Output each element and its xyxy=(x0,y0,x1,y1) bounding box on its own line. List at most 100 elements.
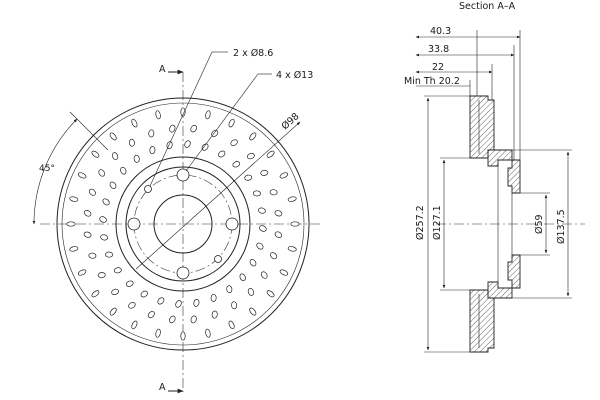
center-bore-dim: Ø59 xyxy=(534,214,545,234)
drilled-hole xyxy=(226,285,233,294)
large-hole-leader xyxy=(185,73,259,172)
drilled-hole xyxy=(166,141,173,149)
drilled-hole xyxy=(91,150,100,158)
drilled-hole xyxy=(77,172,87,179)
drilled-hole xyxy=(128,302,136,309)
drilled-hole xyxy=(193,299,200,307)
drilled-hole xyxy=(190,315,197,324)
drilled-hole xyxy=(147,311,155,319)
rotor-section-top xyxy=(469,95,495,159)
width-dimensions: 40.3 33.8 22 Min Th 20.2 xyxy=(404,26,521,160)
locating-hole-1 xyxy=(144,185,152,193)
hat-outer-circle xyxy=(115,156,251,292)
drilled-hole xyxy=(98,169,105,177)
drilled-hole xyxy=(228,118,235,128)
drilled-hole xyxy=(157,297,165,305)
drilled-hole xyxy=(190,124,197,133)
drilled-hole xyxy=(269,189,278,196)
bolt-circle-leader xyxy=(135,121,301,270)
drilled-hole xyxy=(247,288,254,296)
rotor-width-dim: 22 xyxy=(432,62,444,73)
drilled-hole xyxy=(91,290,100,298)
drilled-hole xyxy=(77,269,87,276)
drilled-hole xyxy=(249,307,257,316)
svg-text:A: A xyxy=(159,64,166,75)
drilled-hole xyxy=(252,190,261,197)
hat-wall-bottom xyxy=(487,281,513,299)
locating-hole-2 xyxy=(214,255,222,263)
drilled-hole xyxy=(180,331,186,341)
svg-text:A: A xyxy=(159,382,166,393)
front-view: Ø98 2 x Ø8.6 4 x Ø13 45° A A xyxy=(32,48,320,394)
drilled-hole xyxy=(270,252,278,260)
wheel-hole-top xyxy=(176,168,190,182)
drilled-hole xyxy=(169,315,176,324)
drilled-hole xyxy=(210,293,217,302)
drilled-hole xyxy=(274,210,283,217)
drilled-hole xyxy=(140,290,148,298)
small-holes-callout: 2 x Ø8.6 xyxy=(233,48,273,59)
wheel-hole-right xyxy=(225,217,239,231)
section-marker-top: A xyxy=(159,64,184,75)
drilled-hole xyxy=(218,150,226,158)
drilled-hole xyxy=(109,181,117,189)
drilled-hole xyxy=(230,139,238,146)
hub-face-top xyxy=(507,159,521,194)
drilled-hole xyxy=(247,153,255,160)
drilled-hole xyxy=(133,154,140,163)
drilled-hole xyxy=(109,132,117,141)
drilled-hole xyxy=(69,246,79,252)
drilled-hole xyxy=(66,221,76,227)
section-marker-bottom: A xyxy=(159,382,184,394)
drilled-hole xyxy=(290,221,300,227)
drilled-hole xyxy=(232,161,241,168)
drilled-hole xyxy=(201,143,209,151)
outer-diameter-dim: Ø257.2 xyxy=(415,205,426,240)
drilled-hole xyxy=(249,259,257,267)
drilled-hole xyxy=(244,174,253,181)
drilled-hole xyxy=(109,307,117,316)
bolt-circle-label: Ø98 xyxy=(280,111,302,132)
diameter-dimensions: Ø257.2 Ø127.1 Ø59 Ø137.5 xyxy=(415,95,572,353)
drilled-hole xyxy=(180,107,186,117)
drilled-hole xyxy=(260,169,269,176)
drilled-hole xyxy=(231,301,238,310)
large-holes-callout: 4 x Ø13 xyxy=(276,70,313,81)
drilled-hole xyxy=(100,234,108,241)
drilled-hole xyxy=(88,252,97,259)
section-view: Section A–A 40.3 33.8 xyxy=(404,1,585,353)
section-title: Section A–A xyxy=(459,1,516,12)
drilled-hole xyxy=(259,225,267,232)
drilled-hole xyxy=(148,129,155,138)
angle-arc xyxy=(32,118,78,225)
drilled-hole xyxy=(149,146,156,155)
min-thickness-dim: Min Th 20.2 xyxy=(404,76,460,87)
hat-diameter-dim: Ø127.1 xyxy=(432,205,443,240)
hub-face-bottom xyxy=(507,254,521,289)
drilled-hole xyxy=(266,150,275,158)
hat-wall-top xyxy=(487,149,513,167)
drilled-hole xyxy=(211,310,218,319)
drilled-hole xyxy=(105,251,114,258)
drilled-hole xyxy=(175,300,182,308)
drilled-hole xyxy=(155,110,161,120)
hat-inner-circle xyxy=(125,166,241,282)
rotor-section-bottom xyxy=(469,289,495,353)
drilled-hole-pattern xyxy=(66,107,300,341)
wheel-hole-bottom xyxy=(176,266,190,280)
drilled-hole xyxy=(261,271,268,279)
small-locating-holes xyxy=(144,185,222,263)
drilled-hole xyxy=(102,198,110,206)
drilled-hole xyxy=(169,124,176,133)
drilled-hole xyxy=(131,118,138,128)
drilled-hole xyxy=(279,269,289,276)
angle-extension-line xyxy=(69,111,109,151)
drilled-hole xyxy=(97,272,106,279)
drilled-hole xyxy=(205,328,211,338)
drilled-hole xyxy=(131,320,138,330)
drilled-hole xyxy=(279,172,289,179)
overall-width-dim: 40.3 xyxy=(430,26,451,37)
drilled-hole xyxy=(287,246,297,252)
